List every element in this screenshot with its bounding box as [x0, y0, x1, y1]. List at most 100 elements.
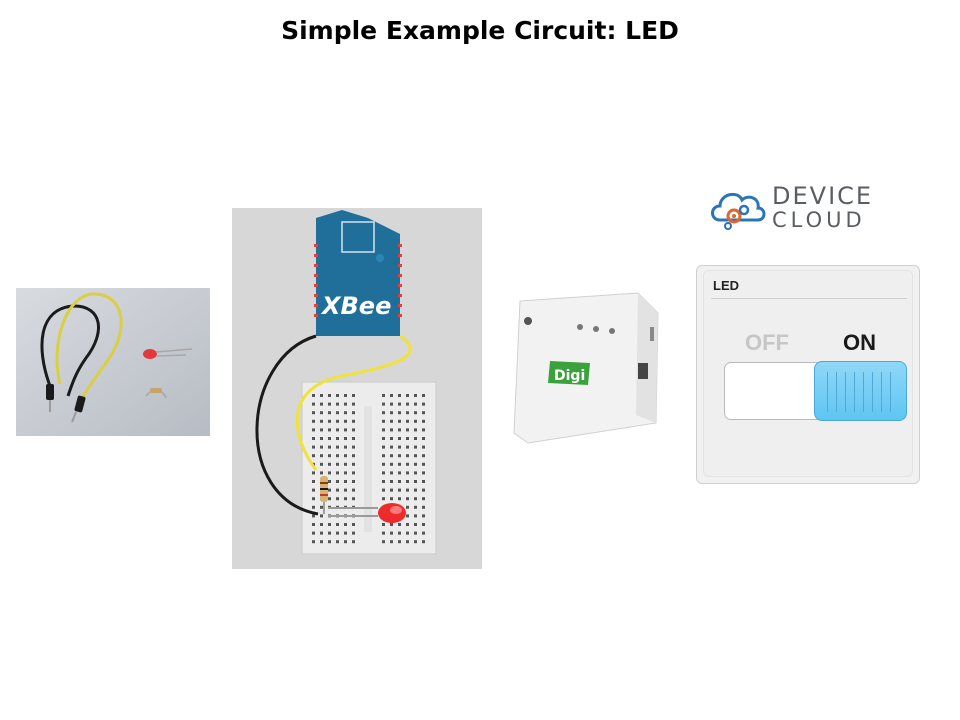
breadboard-hole: [414, 394, 417, 397]
breadboard-hole: [414, 523, 417, 526]
breadboard-hole: [352, 402, 355, 406]
breadboard-hole: [352, 531, 355, 535]
breadboard-hole: [390, 523, 393, 526]
breadboard-hole: [382, 480, 385, 483]
breadboard-hole: [344, 402, 347, 406]
breadboard-hole: [352, 411, 355, 415]
breadboard-hole: [398, 471, 401, 475]
breadboard-hole: [406, 402, 409, 406]
breadboard-hole: [352, 523, 355, 526]
breadboard-hole: [382, 531, 385, 535]
led-control-panel: LED OFF ON: [696, 265, 920, 484]
breadboard-hole: [336, 445, 339, 449]
breadboard-hole: [414, 497, 417, 501]
breadboard-hole: [336, 471, 339, 475]
breadboard-hole: [312, 523, 315, 526]
grip-line: [836, 372, 837, 412]
breadboard-hole: [328, 540, 331, 544]
grip-line: [854, 372, 855, 412]
breadboard-hole: [422, 437, 425, 440]
breadboard-hole: [312, 437, 315, 440]
breadboard-hole: [336, 454, 339, 458]
breadboard-hole: [336, 488, 339, 492]
breadboard-hole: [398, 437, 401, 440]
led-toggle-switch[interactable]: [724, 361, 907, 421]
breadboard-hole: [328, 402, 331, 406]
breadboard-hole: [422, 514, 425, 518]
breadboard-hole: [352, 471, 355, 475]
breadboard-hole: [406, 488, 409, 492]
toggle-knob[interactable]: [814, 361, 907, 421]
breadboard-hole: [382, 497, 385, 501]
grip-line: [890, 372, 891, 412]
breadboard-hole: [398, 454, 401, 458]
breadboard-hole: [328, 523, 331, 526]
breadboard-hole: [390, 402, 393, 406]
breadboard-hole: [320, 531, 323, 535]
breadboard-hole: [328, 419, 331, 423]
grip-line: [863, 372, 864, 412]
breadboard-hole: [422, 497, 425, 501]
breadboard-hole: [336, 394, 339, 397]
breadboard-hole: [398, 445, 401, 449]
breadboard-hole: [414, 531, 417, 535]
breadboard-hole: [422, 445, 425, 449]
breadboard-hole: [382, 437, 385, 440]
breadboard-hole: [390, 471, 393, 475]
breadboard-hole: [382, 419, 385, 423]
digi-logo: [548, 361, 590, 385]
breadboard-hole: [390, 531, 393, 535]
breadboard-hole: [422, 454, 425, 458]
breadboard-hole: [336, 523, 339, 526]
breadboard-hole: [406, 411, 409, 415]
breadboard-hole: [344, 419, 347, 423]
breadboard-hole: [336, 540, 339, 544]
breadboard-hole: [422, 480, 425, 483]
breadboard-hole: [352, 445, 355, 449]
breadboard-hole: [390, 437, 393, 440]
breadboard-hole: [414, 505, 417, 509]
breadboard-hole: [414, 402, 417, 406]
breadboard-hole: [312, 480, 315, 483]
breadboard-hole: [320, 540, 323, 544]
grip-line: [827, 372, 828, 412]
breadboard-hole: [320, 514, 323, 518]
breadboard-hole: [328, 437, 331, 440]
breadboard-hole: [352, 437, 355, 440]
breadboard-hole: [390, 488, 393, 492]
breadboard-hole: [398, 523, 401, 526]
breadboard-hole: [320, 402, 323, 406]
breadboard-hole: [336, 437, 339, 440]
breadboard-hole: [406, 523, 409, 526]
breadboard-hole: [422, 531, 425, 535]
breadboard-hole: [422, 462, 425, 466]
breadboard-hole: [422, 411, 425, 415]
breadboard-hole: [422, 419, 425, 423]
breadboard-hole: [406, 471, 409, 475]
breadboard-hole: [414, 428, 417, 432]
breadboard-hole: [352, 488, 355, 492]
breadboard-hole: [406, 428, 409, 432]
breadboard-hole: [382, 445, 385, 449]
breadboard-hole: [422, 394, 425, 397]
breadboard-hole: [320, 462, 323, 466]
digi-label: Digi: [554, 368, 585, 384]
breadboard-hole: [328, 497, 331, 501]
breadboard-hole: [390, 454, 393, 458]
breadboard-hole: [344, 428, 347, 432]
breadboard-hole: [414, 462, 417, 466]
breadboard-hole: [328, 488, 331, 492]
breadboard-hole: [328, 462, 331, 466]
breadboard-hole: [312, 445, 315, 449]
breadboard-hole: [336, 428, 339, 432]
cloud-gear-icon: [711, 192, 766, 230]
breadboard-hole: [422, 505, 425, 509]
grip-line: [845, 372, 846, 412]
breadboard-hole: [336, 531, 339, 535]
breadboard-hole: [414, 454, 417, 458]
breadboard-hole: [344, 488, 347, 492]
breadboard-hole: [390, 419, 393, 423]
breadboard-hole: [390, 497, 393, 501]
breadboard-hole: [312, 428, 315, 432]
breadboard-circuit-image: XBee: [232, 208, 482, 569]
